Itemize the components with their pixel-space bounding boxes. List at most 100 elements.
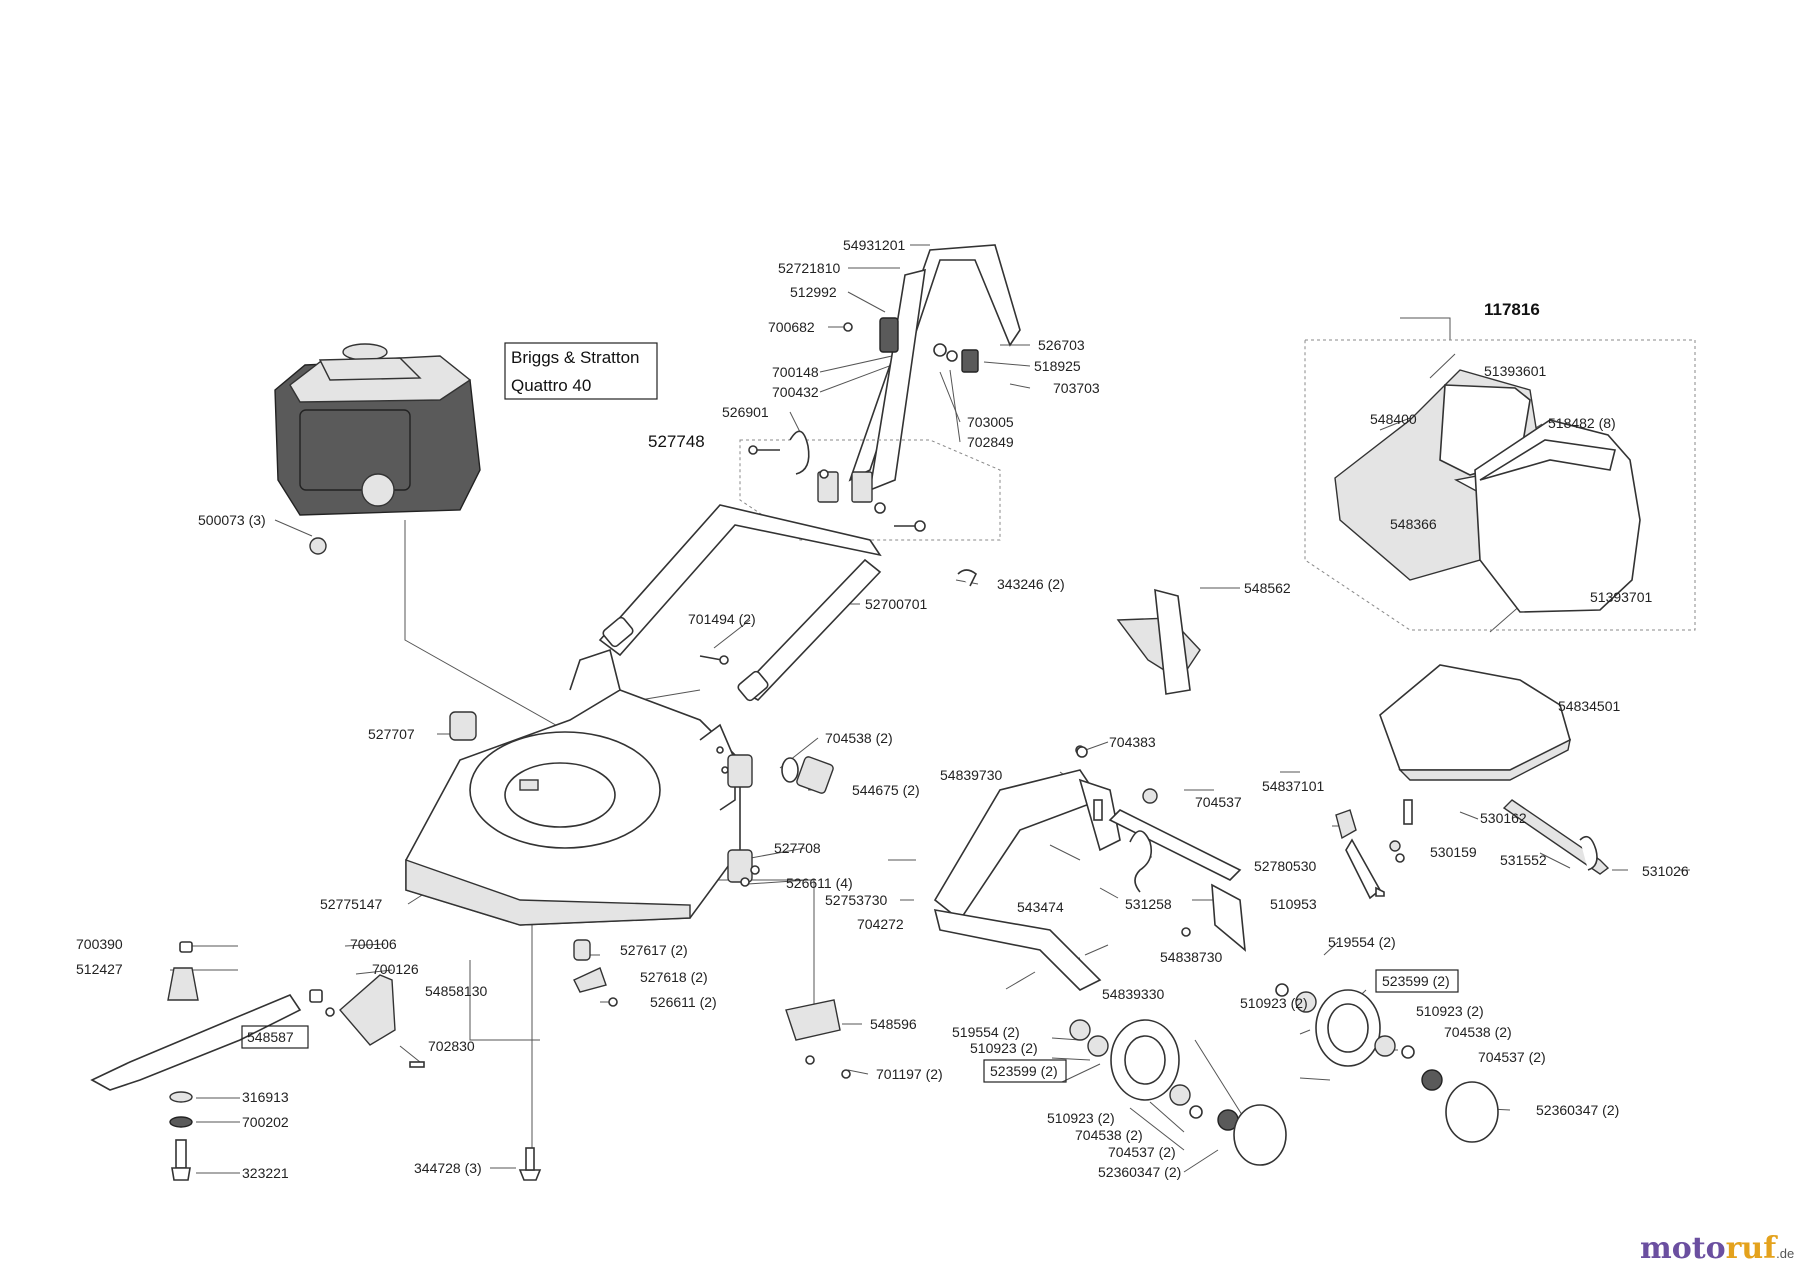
part-label: 543474 — [1017, 899, 1064, 915]
part-label: 512427 — [76, 961, 123, 977]
part-label: 548400 — [1370, 411, 1417, 427]
part-label: 526611 (4) — [786, 875, 853, 891]
blade-part-label: 548587 — [247, 1029, 294, 1045]
height-adjust-parts — [1335, 799, 1610, 900]
part-label: 703703 — [1053, 380, 1100, 396]
mower-deck-icon — [405, 648, 741, 926]
part-label: 701197 (2) — [876, 1066, 943, 1082]
part-label: 54837101 — [1262, 778, 1325, 794]
part-label: 526611 (2) — [650, 994, 717, 1010]
part-label: 531258 — [1125, 896, 1172, 912]
part-label: 52721810 — [778, 260, 841, 276]
part-label: 52753730 — [825, 892, 888, 908]
grass-box-group — [1304, 339, 1696, 631]
motoruf-logo: motoruf.de — [1640, 1231, 1794, 1266]
part-label: 704537 — [1195, 794, 1242, 810]
part-label: 526901 — [722, 404, 769, 420]
svg-text:motoruf.de: motoruf.de — [1640, 1231, 1794, 1266]
part-label: 544675 (2) — [852, 782, 920, 798]
part-label: 54834501 — [1558, 698, 1621, 714]
part-label: 704537 (2) — [1108, 1144, 1176, 1160]
logo-part-1: moto — [1640, 1231, 1726, 1266]
handle-group-label: 527748 — [648, 432, 705, 451]
logo-suffix: .de — [1776, 1246, 1794, 1261]
part-label: 52360347 (2) — [1536, 1102, 1619, 1118]
part-label: 518482 (8) — [1548, 415, 1616, 431]
deck-small-parts — [449, 711, 851, 1079]
part-label: 54931201 — [843, 237, 906, 253]
part-label: 54838730 — [1160, 949, 1223, 965]
part-label: 700106 — [350, 936, 397, 952]
part-label: 519554 (2) — [952, 1024, 1020, 1040]
part-label: 512992 — [790, 284, 837, 300]
part-label: 702849 — [967, 434, 1014, 450]
part-label: 704537 (2) — [1478, 1049, 1546, 1065]
part-label: 510923 (2) — [1047, 1110, 1115, 1126]
part-label: 52780530 — [1254, 858, 1317, 874]
lower-handle-bar — [598, 504, 978, 702]
wheel-part-label-right: 523599 (2) — [1382, 973, 1450, 989]
part-label: 531552 — [1500, 852, 1547, 868]
part-label: 527618 (2) — [640, 969, 708, 985]
engine-name-line1: Briggs & Stratton — [511, 348, 640, 367]
part-label: 700432 — [772, 384, 819, 400]
part-label: 52360347 (2) — [1098, 1164, 1181, 1180]
rear-axle-frame — [933, 745, 1246, 991]
part-label: 52700701 — [865, 596, 928, 612]
mulch-plug-icon — [1116, 588, 1201, 695]
part-label: 51393601 — [1484, 363, 1547, 379]
part-label: 531026 — [1642, 863, 1689, 879]
rear-flap-parts — [309, 974, 542, 1181]
part-label: 54839730 — [940, 767, 1003, 783]
part-label: 54839330 — [1102, 986, 1165, 1002]
part-label: 704538 (2) — [1075, 1127, 1143, 1143]
part-label: 343246 (2) — [997, 576, 1065, 592]
engine-icon — [274, 343, 481, 555]
part-label: 704383 — [1109, 734, 1156, 750]
part-label: 548596 — [870, 1016, 917, 1032]
part-label: 530159 — [1430, 844, 1477, 860]
part-label: 548562 — [1244, 580, 1291, 596]
engine-label-box: Briggs & Stratton Quattro 40 — [504, 342, 658, 400]
handle-fasteners-group — [739, 430, 1001, 541]
part-label: 700390 — [76, 936, 123, 952]
rear-left-wheel-icon — [1069, 1019, 1287, 1166]
part-label: 704538 (2) — [1444, 1024, 1512, 1040]
rear-flap-icon — [1379, 664, 1571, 781]
part-label: 702830 — [428, 1038, 475, 1054]
part-label: 530162 — [1480, 810, 1527, 826]
front-right-wheel-icon — [1275, 983, 1499, 1143]
part-label: 700148 — [772, 364, 819, 380]
part-label: 510953 — [1270, 896, 1317, 912]
part-label: 527707 — [368, 726, 415, 742]
part-number-labels: 54931201 52721810 512992 700682 700148 7… — [76, 237, 1689, 1181]
part-label: 701494 (2) — [688, 611, 756, 627]
part-label: 52775147 — [320, 896, 383, 912]
part-label: 703005 — [967, 414, 1014, 430]
engine-name-line2: Quattro 40 — [511, 376, 591, 395]
part-label: 704272 — [857, 916, 904, 932]
part-label: 344728 (3) — [414, 1160, 482, 1176]
part-label: 700682 — [768, 319, 815, 335]
part-label: 323221 — [242, 1165, 289, 1181]
part-label: 316913 — [242, 1089, 289, 1105]
part-label: 519554 (2) — [1328, 934, 1396, 950]
part-label: 518925 — [1034, 358, 1081, 374]
upper-handle-bar — [843, 244, 1021, 492]
part-label: 510923 (2) — [970, 1040, 1038, 1056]
part-label: 700202 — [242, 1114, 289, 1130]
part-label: 54858130 — [425, 983, 488, 999]
part-label: 510923 (2) — [1240, 995, 1308, 1011]
part-label: 51393701 — [1590, 589, 1653, 605]
part-label: 700126 — [372, 961, 419, 977]
part-label: 526703 — [1038, 337, 1085, 353]
grass-box-group-label: 117816 — [1484, 300, 1540, 319]
part-label: 704538 (2) — [825, 730, 893, 746]
cable-lever-icon — [879, 317, 899, 353]
part-label: 527708 — [774, 840, 821, 856]
part-label: 548366 — [1390, 516, 1437, 532]
wheel-part-label-left: 523599 (2) — [990, 1063, 1058, 1079]
logo-part-2: ruf — [1726, 1231, 1779, 1266]
part-label: 510923 (2) — [1416, 1003, 1484, 1019]
